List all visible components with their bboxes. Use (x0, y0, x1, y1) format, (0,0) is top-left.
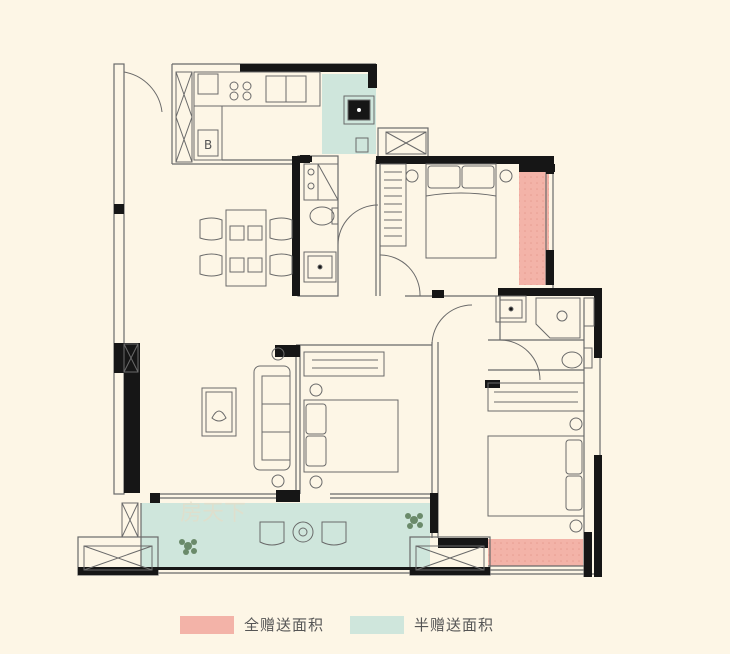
full-gift-area-bottom-bay-dots (488, 539, 583, 566)
bedroom1-furniture (379, 163, 513, 259)
bedroom3-furniture (487, 382, 585, 533)
thick-walls (78, 64, 602, 577)
legend-label-full-gift: 全赠送面积 (244, 616, 325, 634)
legend-swatch-full-gift (180, 616, 234, 634)
bedroom2-furniture (303, 351, 399, 489)
watermark: 房天下 (180, 501, 246, 526)
doors (123, 71, 541, 381)
half-gift-area-balcony (141, 503, 430, 569)
plant-balcony-right (405, 513, 423, 529)
floor-plan: B (77, 63, 602, 577)
plant-balcony-left (179, 539, 197, 555)
bathroom1-fixtures (303, 163, 339, 283)
legend-label-half-gift: 半赠送面积 (414, 616, 495, 634)
laundry-sink (343, 95, 375, 153)
dining-set (199, 209, 293, 287)
plants (179, 513, 423, 555)
balcony-furniture (83, 502, 485, 571)
kitchen-fixtures: B (175, 71, 321, 163)
window-boxes (123, 131, 427, 373)
full-gift-area-window-bay-dots (519, 172, 549, 285)
living-room-furniture (124, 347, 291, 488)
svg-text:B: B (204, 138, 212, 152)
legend-swatch-half-gift (350, 616, 404, 634)
bathroom2-fixtures (495, 295, 595, 369)
